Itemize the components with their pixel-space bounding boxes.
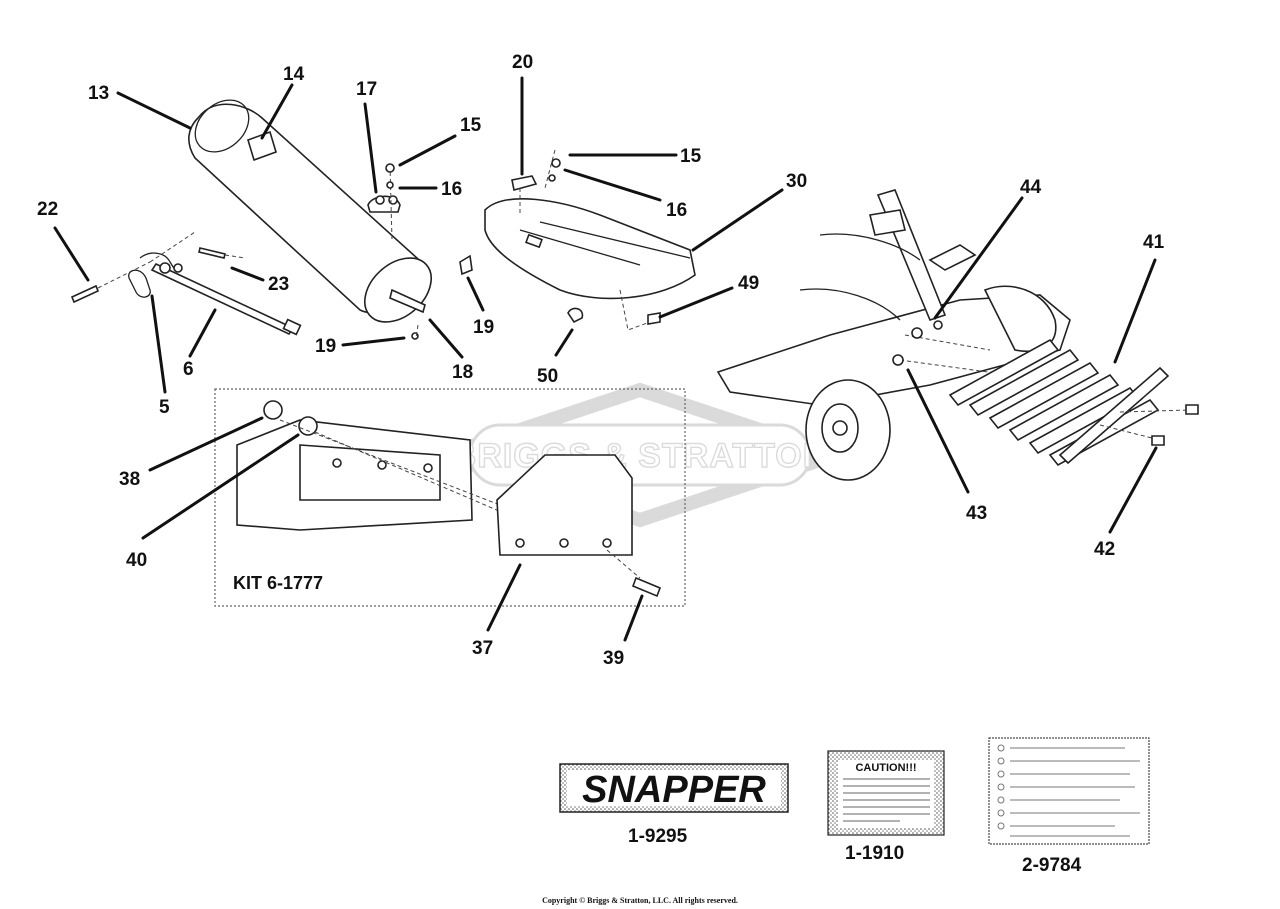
leader-30 — [691, 188, 784, 252]
callout-23: 23 — [268, 274, 289, 295]
callout-40: 40 — [126, 550, 147, 571]
leader-16b — [563, 168, 662, 202]
callout-16: 16 — [441, 179, 462, 200]
leader-6 — [188, 308, 217, 358]
callout-41: 41 — [1143, 232, 1165, 253]
callout-14: 14 — [283, 64, 305, 85]
callout-50: 50 — [537, 366, 558, 387]
callout-5: 5 — [159, 397, 170, 418]
callout-leaders — [53, 76, 1158, 642]
leader-19b — [466, 276, 485, 312]
callout-15: 15 — [460, 115, 482, 136]
watermark-text: BRIGGS & STRATTON — [452, 437, 829, 475]
leader-40 — [141, 433, 300, 540]
leader-37 — [486, 563, 522, 632]
snapper-logo: SNAPPER — [582, 769, 766, 811]
callout-6: 6 — [183, 359, 194, 380]
kit-label: KIT 6-1777 — [233, 573, 323, 593]
linkage-assembly — [70, 231, 302, 336]
snapper-part-number: 1-9295 — [628, 826, 688, 847]
blade-plates — [948, 338, 1199, 467]
callout-20: 20 — [512, 52, 533, 73]
leader-38 — [148, 416, 264, 472]
callout-numbers: 13 14 17 15 16 20 15 16 30 44 41 22 23 4… — [37, 52, 1165, 669]
deflector-hood — [459, 149, 696, 331]
callout-18: 18 — [452, 362, 473, 383]
leader-14 — [260, 83, 294, 140]
callout-22: 22 — [37, 199, 58, 220]
tube-clamp — [367, 163, 401, 241]
kit-6-1777-box — [214, 388, 686, 607]
callout-19: 19 — [315, 336, 336, 357]
leader-5 — [150, 294, 167, 394]
caution-title: CAUTION!!! — [855, 762, 916, 774]
mower-unit — [716, 189, 1071, 481]
instruction-decal: 2-9784 — [988, 737, 1150, 876]
callout-19-hood: 19 — [473, 317, 494, 338]
leader-44 — [933, 196, 1024, 320]
callout-17: 17 — [356, 79, 377, 100]
leader-50 — [554, 328, 574, 357]
callout-13: 13 — [88, 83, 109, 104]
callout-37: 37 — [472, 638, 493, 659]
leader-18 — [428, 318, 464, 359]
callout-44: 44 — [1020, 177, 1042, 198]
callout-42: 42 — [1094, 539, 1115, 560]
callout-49: 49 — [738, 273, 759, 294]
instruction-part-number: 2-9784 — [1022, 855, 1082, 876]
caution-decal: CAUTION!!! 1-1910 — [827, 750, 945, 864]
copyright-footer: Copyright © Briggs & Stratton, LLC. All … — [542, 896, 738, 905]
leader-22 — [53, 226, 90, 282]
leader-19a — [341, 336, 406, 347]
leader-13 — [116, 91, 192, 130]
callout-30: 30 — [786, 171, 807, 192]
leader-49 — [658, 286, 734, 319]
leader-42 — [1108, 446, 1158, 534]
leader-23 — [230, 266, 265, 282]
callout-39: 39 — [603, 648, 624, 669]
leader-41 — [1113, 258, 1157, 364]
leader-17 — [363, 102, 378, 194]
callout-43: 43 — [966, 503, 987, 524]
callout-15-hood: 15 — [680, 146, 702, 167]
snapper-decal: SNAPPER 1-9295 — [559, 763, 789, 847]
leader-39 — [623, 594, 644, 642]
leader-15a — [398, 134, 457, 167]
callout-16-hood: 16 — [666, 200, 687, 221]
leader-43 — [906, 368, 970, 494]
caution-part-number: 1-1910 — [845, 843, 904, 864]
callout-38: 38 — [119, 469, 140, 490]
discharge-tube — [188, 99, 432, 340]
